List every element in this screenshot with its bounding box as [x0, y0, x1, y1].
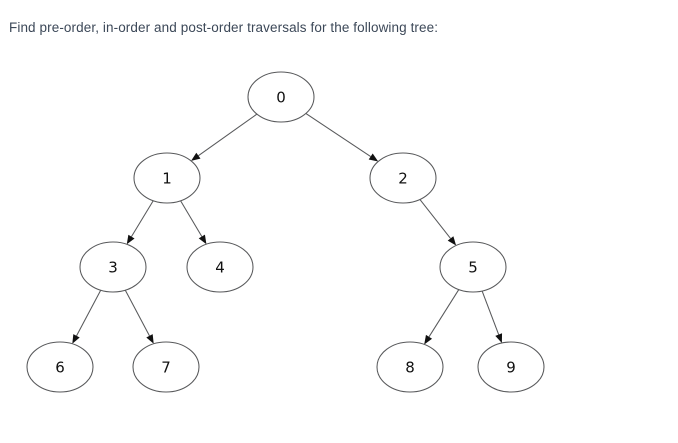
tree-node-1: 1	[133, 152, 201, 204]
tree-edge-3-6	[76, 289, 102, 337]
tree-edge-0-1	[198, 113, 258, 157]
tree-nodes: 0 1 2 3 4 5 6 7 8 9	[26, 71, 545, 393]
node-label-6: 6	[55, 359, 65, 377]
node-label-9: 9	[506, 359, 516, 377]
tree-edge-0-2	[305, 113, 371, 157]
tree-node-3: 3	[79, 241, 147, 293]
node-label-2: 2	[398, 170, 408, 188]
arrowhead-icon	[146, 334, 154, 344]
node-circle-0	[247, 71, 315, 123]
tree-node-7: 7	[132, 341, 200, 393]
node-circle-2	[369, 152, 437, 204]
tree-edge-1-4	[180, 200, 203, 237]
tree-node-6: 6	[26, 341, 94, 393]
arrowhead-icon	[368, 153, 379, 162]
binary-tree-svg: 0 1 2 3 4 5 6 7 8 9	[26, 71, 545, 393]
arrowhead-icon	[495, 333, 503, 343]
tree-figure: 0 1 2 3 4 5 6 7 8 9	[0, 52, 678, 443]
tree-node-8: 8	[376, 341, 444, 393]
tree-edge-3-7	[124, 289, 150, 337]
node-circle-3	[79, 241, 147, 293]
node-label-8: 8	[405, 359, 415, 377]
tree-node-5: 5	[439, 241, 507, 293]
node-label-1: 1	[162, 170, 172, 188]
tree-edge-2-5	[419, 199, 451, 239]
tree-node-4: 4	[186, 241, 254, 293]
tree-edge-5-9	[481, 290, 500, 335]
page-title: Find pre-order, in-order and post-order …	[9, 20, 439, 35]
node-label-5: 5	[468, 259, 478, 277]
node-label-0: 0	[276, 89, 286, 107]
tree-edge-5-8	[428, 289, 460, 338]
tree-node-0: 0	[247, 71, 315, 123]
tree-node-2: 2	[369, 152, 437, 204]
arrowhead-icon	[198, 234, 207, 245]
tree-edge-1-3	[131, 200, 154, 237]
node-circle-5	[439, 241, 507, 293]
node-circle-7	[132, 341, 200, 393]
node-circle-6	[26, 341, 94, 393]
arrowhead-icon	[424, 334, 433, 345]
arrowhead-icon	[191, 152, 201, 161]
node-circle-9	[477, 341, 545, 393]
tree-node-9: 9	[477, 341, 545, 393]
arrowhead-icon	[126, 234, 135, 245]
node-circle-4	[186, 241, 254, 293]
tree-edges	[72, 113, 503, 345]
node-label-3: 3	[108, 259, 118, 277]
node-circle-1	[133, 152, 201, 204]
node-label-7: 7	[161, 359, 171, 377]
arrowhead-icon	[72, 334, 80, 344]
node-label-4: 4	[215, 259, 225, 277]
node-circle-8	[376, 341, 444, 393]
arrowhead-icon	[447, 236, 457, 246]
